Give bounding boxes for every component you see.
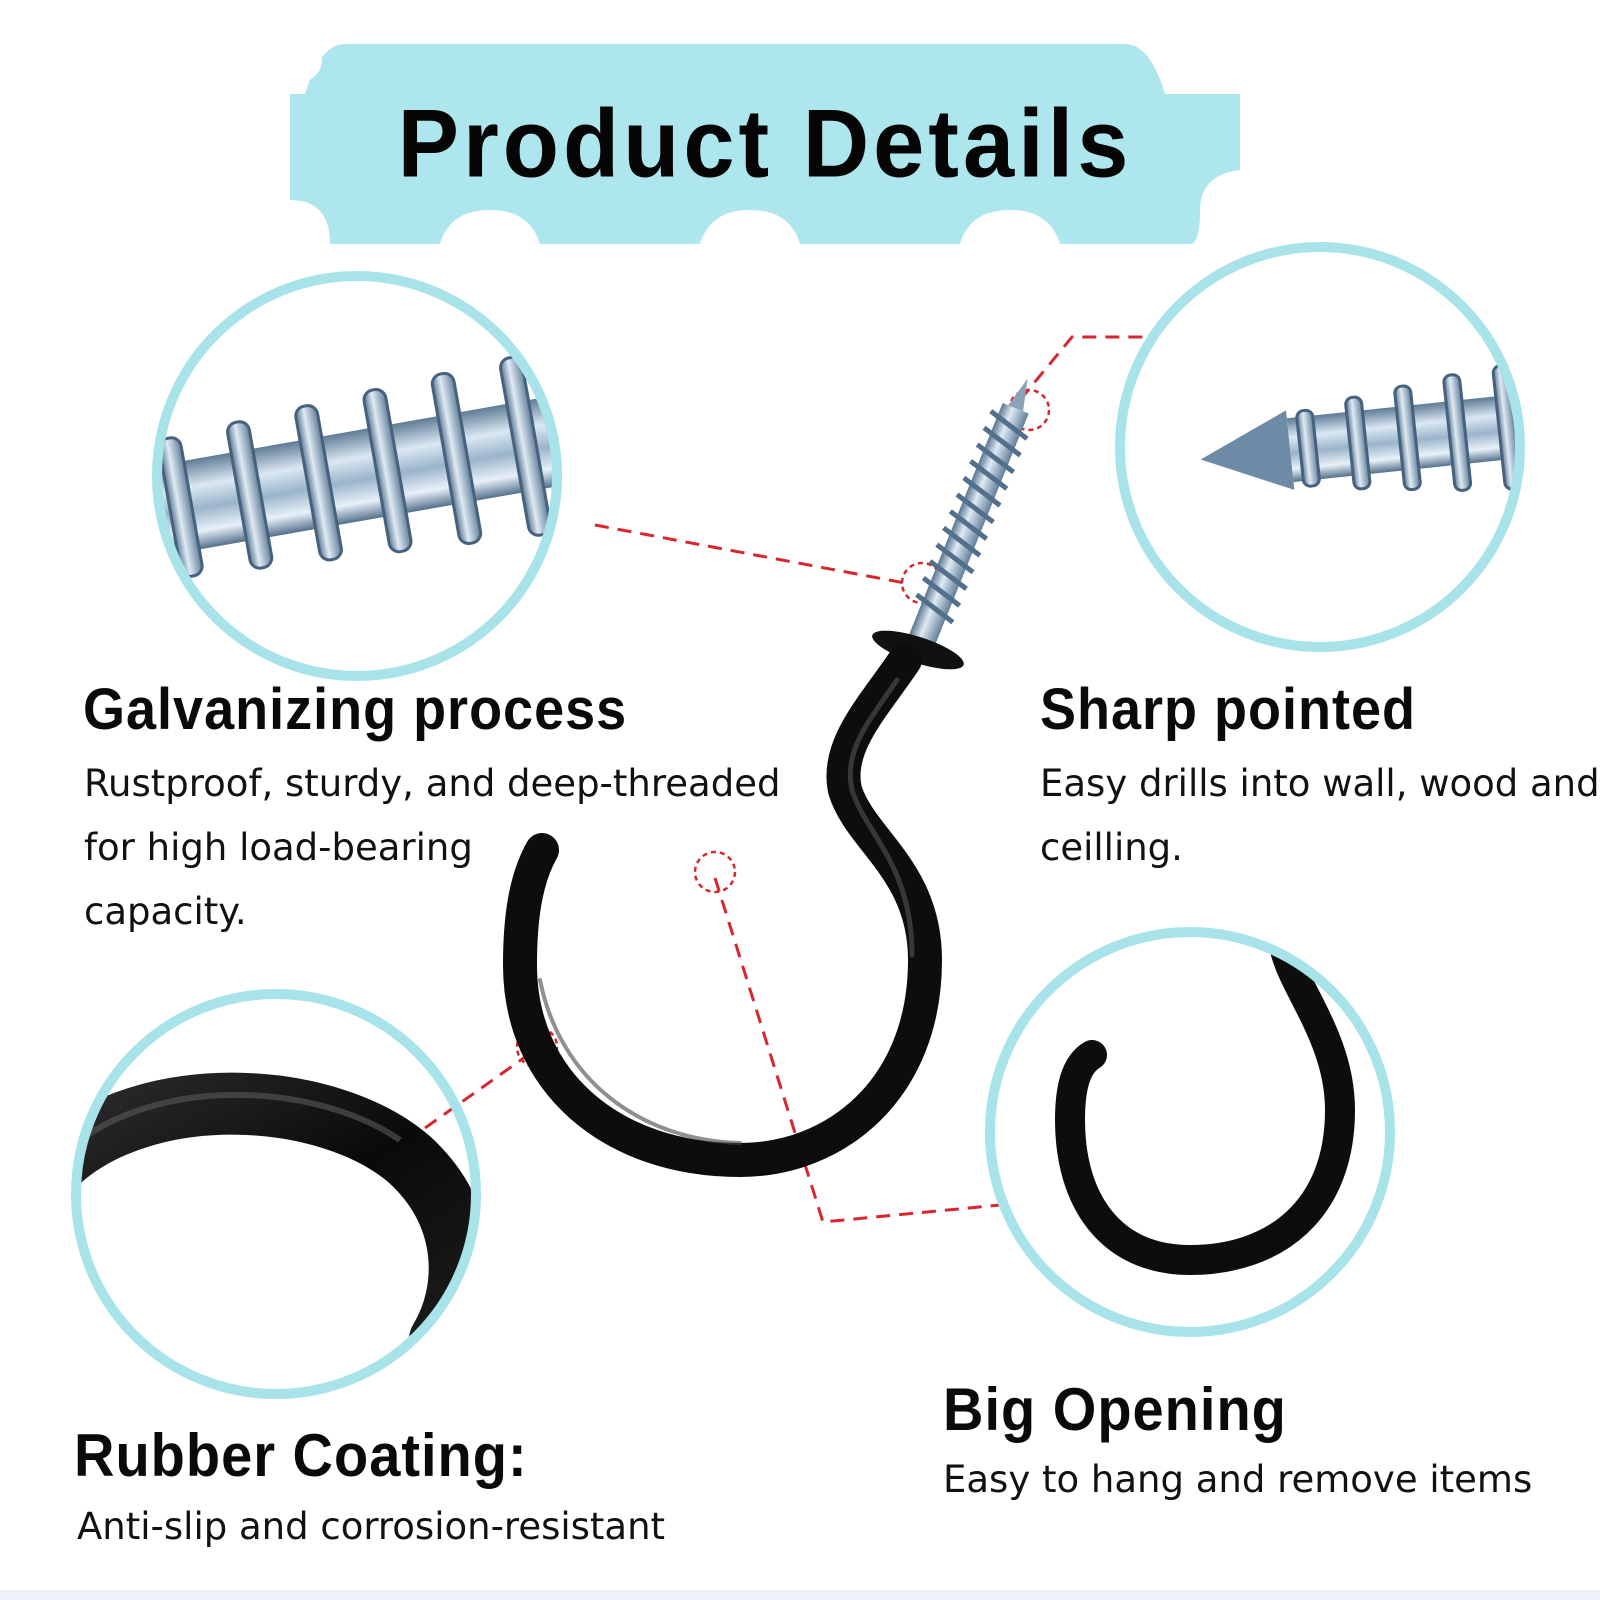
feature-heading-opening: Big Opening — [943, 1375, 1287, 1444]
feature-line: for high load-bearing — [84, 826, 473, 869]
feature-line: Anti-slip and corrosion-resistant — [77, 1505, 666, 1548]
bottom-border — [0, 1590, 1600, 1600]
hook-opening-closeup — [985, 927, 1395, 1337]
page-title: Product Details — [397, 89, 1133, 198]
feature-line: Easy drills into wall, wood and — [1040, 762, 1600, 805]
feature-line: Rustproof, sturdy, and deep-threaded — [84, 762, 781, 805]
feature-text-galvanizing: Rustproof, sturdy, and deep-threaded for… — [84, 752, 780, 944]
feature-text-rubber: Anti-slip and corrosion-resistant — [77, 1505, 665, 1549]
feature-heading-sharp: Sharp pointed — [1040, 677, 1416, 742]
feature-line: ceilling. — [1040, 826, 1183, 869]
feature-text-sharp: Easy drills into wall, wood and ceilling… — [1040, 752, 1600, 880]
cup-hook-image — [502, 378, 1029, 1178]
title-banner — [278, 38, 1252, 244]
rubber-coating-closeup — [71, 989, 481, 1399]
feature-text-opening: Easy to hang and remove items — [943, 1458, 1532, 1502]
feature-line: capacity. — [84, 890, 247, 933]
feature-heading-rubber: Rubber Coating: — [74, 1421, 528, 1490]
feature-line: Easy to hang and remove items — [943, 1458, 1533, 1501]
feature-heading-galvanizing: Galvanizing process — [83, 677, 628, 742]
leader-lines — [424, 335, 1150, 1224]
screw-thread-closeup — [152, 271, 562, 681]
screw-tip-closeup — [1115, 242, 1525, 652]
